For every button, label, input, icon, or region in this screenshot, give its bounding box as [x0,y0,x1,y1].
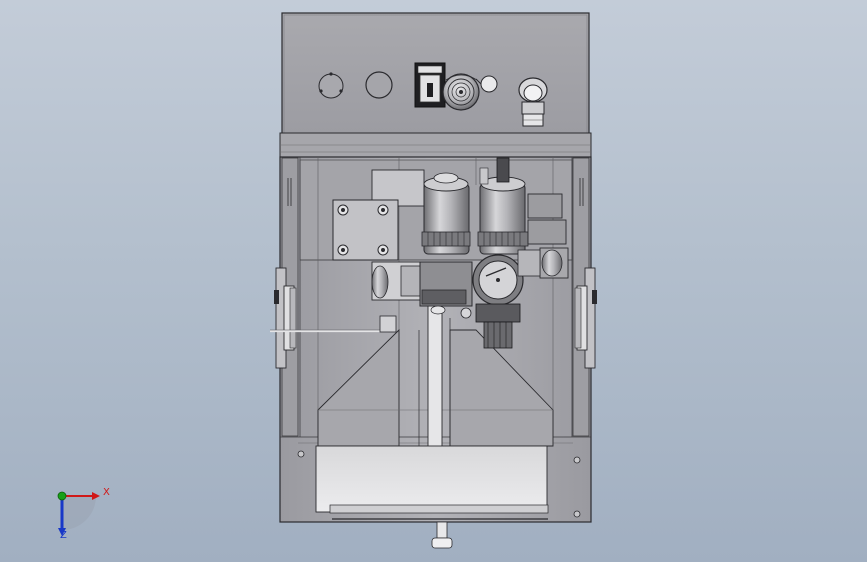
left-hinge [274,267,297,369]
panel-hole-right [365,71,393,99]
solenoid-valve-left [332,169,425,301]
pressure-gauge [442,73,480,111]
control-panel[interactable] [279,12,592,158]
solenoid-valve-right [517,193,569,279]
regulator-gauge [460,254,524,349]
right-hinge [574,267,597,369]
axis-triad [57,491,100,536]
hopper-funnel [317,299,554,449]
regulator-knob[interactable] [475,75,498,93]
axis-x-label: X [103,487,110,498]
filter-bowl-left [419,172,473,315]
panel-push-button[interactable] [518,77,548,127]
drain-valve [431,521,453,549]
collection-tray[interactable] [315,445,549,520]
power-switch[interactable] [414,62,446,108]
panel-hole-left [318,72,344,99]
filter-bowl-right [477,157,529,255]
side-rail-marks [287,178,584,206]
axis-y-marker [57,491,67,501]
axis-z-label: Z [60,530,67,541]
